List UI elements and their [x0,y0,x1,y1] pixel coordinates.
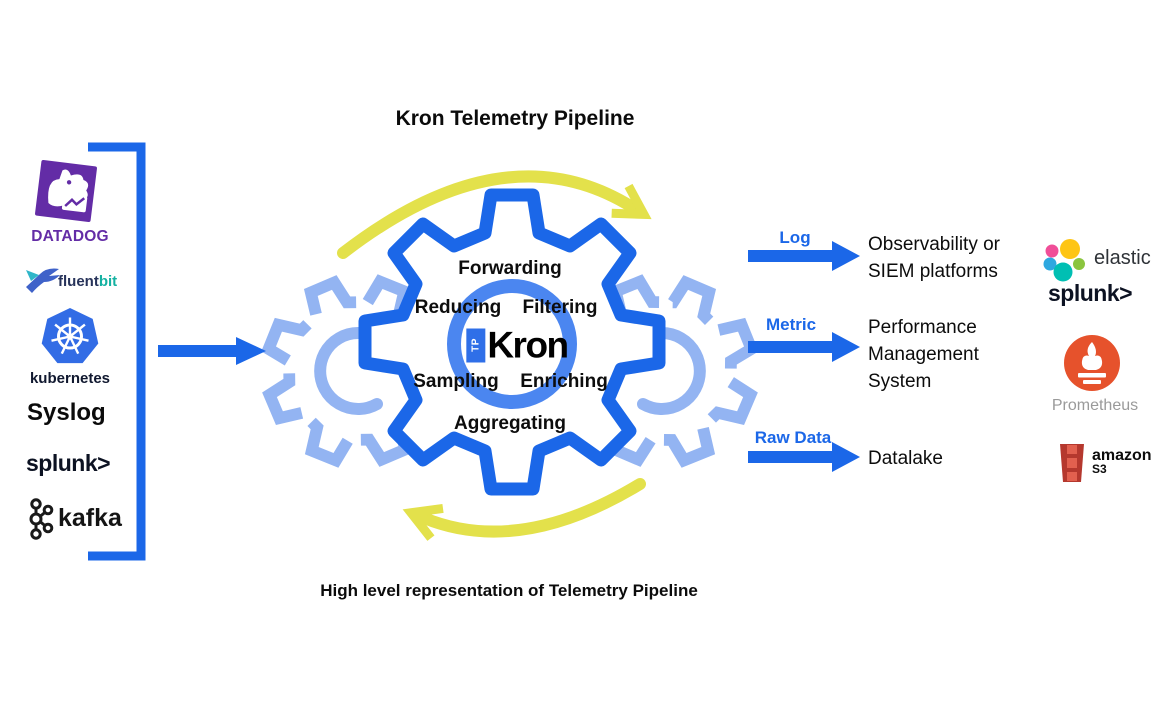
flow-label-log: Log [779,228,811,247]
amazon-s3-icon [1056,441,1088,490]
source-fluentbit-label: fluentbit [58,273,117,291]
left-secondary-gear [239,252,476,489]
flow-target-metric-line3: System [868,371,932,392]
cycle-arrow-bottom [402,478,646,541]
kron-badge-icon: TP [466,328,486,362]
flow-label-raw-data: Raw Data [754,428,832,447]
kron-logo: TP Kron [466,324,569,366]
fluentbit-icon [25,265,61,302]
splunk-chevron-icon: > [97,450,111,476]
source-kubernetes-label: kubernetes [29,370,111,387]
flow-target-log-line1: Observability or [868,234,1000,255]
elastic-icon [1042,238,1090,289]
stage-label-forwarding: Forwarding [458,258,562,279]
source-datadog-label: DATADOG [31,228,109,245]
source-kafka-label: kafka [58,504,122,532]
metric-arrow [748,332,860,362]
log-arrow [748,241,860,271]
flow-target-raw-data: Datalake [868,445,943,472]
flow-target-log-line2: SIEM platforms [868,261,998,282]
sources-bracket [88,142,146,561]
splunk-word: splunk [26,450,98,476]
prometheus-icon [1062,333,1122,398]
splunk-right-chevron-icon: > [1119,280,1133,306]
fluentbit-word-fluent: fluent [58,273,99,290]
s3-product-word: S3 [1092,462,1107,476]
kron-wordmark: Kron [487,324,569,366]
flow-target-metric-line1: Performance [868,317,977,338]
source-splunk-label: splunk> [26,450,111,477]
stage-label-reducing: Reducing [414,297,502,318]
input-arrow [158,337,266,365]
diagram-caption: High level representation of Telemetry P… [320,581,698,600]
inner-ring [447,279,577,409]
flow-target-log: Observability or SIEM platforms [868,231,1000,285]
kron-badge-text: TP [470,338,482,352]
kubernetes-icon [39,306,101,375]
flow-target-metric-line2: Management [868,344,979,365]
datadog-icon [30,158,102,233]
kafka-icon [28,498,54,545]
flow-label-metric: Metric [765,315,817,334]
page-title: Kron Telemetry Pipeline [395,107,635,130]
destination-splunk-label: splunk> [1048,280,1133,307]
destination-s3-label: amazon S3 [1092,447,1152,476]
flow-target-raw-line1: Datalake [868,448,943,469]
stage-label-aggregating: Aggregating [454,413,566,434]
cycle-arrow-top [337,170,652,259]
destination-prometheus-label: Prometheus [1051,397,1139,414]
splunk-right-word: splunk [1048,280,1120,306]
stage-label-sampling: Sampling [413,371,499,392]
fluentbit-word-bit: bit [98,273,118,290]
destination-elastic-label: elastic [1094,247,1151,269]
raw-data-arrow [748,442,860,472]
s3-brand-word: amazon [1092,447,1152,464]
source-syslog-label: Syslog [27,399,106,426]
flow-target-metric: Performance Management System [868,314,979,395]
stage-label-filtering: Filtering [522,297,598,318]
stage-label-enriching: Enriching [520,371,608,392]
